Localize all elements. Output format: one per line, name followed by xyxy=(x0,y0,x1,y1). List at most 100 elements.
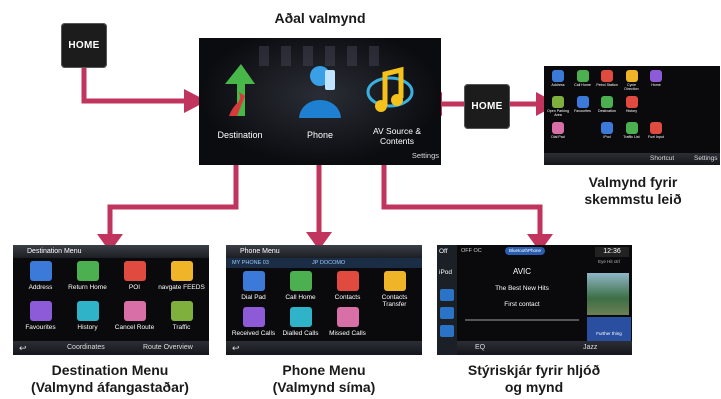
eq-button[interactable]: EQ xyxy=(475,344,486,351)
destination-menu-label: navgate FEEDS xyxy=(158,284,205,291)
destination-grid: Address Return Home POI navgate FEEDS Favour… xyxy=(17,261,205,339)
phone-menu-label: Contacts xyxy=(334,294,361,301)
shortcut-label: iPod xyxy=(603,135,611,139)
shortcut-item[interactable]: Home xyxy=(644,70,668,87)
av-tab-ipod[interactable]: iPod xyxy=(439,269,453,276)
route-overview-button[interactable]: Route Overview xyxy=(143,344,193,351)
shortcut-item[interactable]: Fuel Input xyxy=(644,122,668,139)
shortcut-item[interactable]: Call Home xyxy=(571,70,595,87)
jazz-button[interactable]: Jazz xyxy=(583,344,598,351)
phone-menu-item[interactable]: Dial Pad xyxy=(230,271,277,301)
shortcut-item[interactable]: Address xyxy=(546,70,570,87)
main-menu-caption: Aðal valmynd xyxy=(274,10,366,26)
arrowhead-main-left xyxy=(184,89,207,113)
phone-menu-label: Call Home xyxy=(285,294,316,301)
destination-menu-label: Traffic xyxy=(172,324,191,331)
shortcut-label: Destination xyxy=(598,109,616,113)
phone-menu-item[interactable]: Dialled Calls xyxy=(277,307,324,337)
background-icons xyxy=(259,46,379,66)
shortcut-icon xyxy=(675,96,687,108)
phone-menu-label: Dial Pad xyxy=(241,294,266,301)
phone-menu-item[interactable]: Received Calls xyxy=(230,307,277,337)
destination-menu-label: POI xyxy=(128,284,141,291)
shortcut-label: Traffic List xyxy=(623,135,640,139)
av-tab-icon[interactable] xyxy=(440,307,454,319)
destination-menu-icon xyxy=(29,301,52,321)
shortcut-item[interactable] xyxy=(644,96,668,109)
album-name: The Best New Hits xyxy=(495,285,549,292)
shortcut-item[interactable]: Cycle Direction xyxy=(620,70,644,91)
arrow-home-to-main xyxy=(81,62,186,104)
main-settings-button[interactable]: Settings xyxy=(411,151,439,160)
track-title: AVIC xyxy=(512,267,532,276)
destination-menu-label: History xyxy=(77,324,98,331)
phone-icon[interactable] xyxy=(295,62,345,118)
shortcut-item[interactable]: Destination xyxy=(595,96,619,113)
destination-menu-label: Return Home xyxy=(68,284,107,291)
arrowhead-av xyxy=(527,234,553,252)
main-item-destination[interactable]: Destination xyxy=(217,130,263,140)
shortcut-icon xyxy=(650,96,662,108)
shortcut-icon xyxy=(576,70,589,82)
shortcut-caption: Valmynd fyrir skemmstu leið xyxy=(584,174,682,207)
destination-menu-item[interactable]: navgate FEEDS xyxy=(158,261,205,291)
shortcut-item[interactable] xyxy=(669,96,693,109)
shortcut-button[interactable]: Shortcut xyxy=(650,155,675,162)
av-right-label: Eye Hit ctrl xyxy=(598,259,620,264)
home-button[interactable]: HOME xyxy=(61,23,107,68)
destination-menu-item[interactable]: Traffic xyxy=(158,301,205,331)
destination-menu-item[interactable]: Return Home xyxy=(64,261,111,291)
phone-menu-label: Received Calls xyxy=(231,330,276,337)
av-tab-off[interactable]: Off xyxy=(439,248,448,255)
shortcut-item[interactable] xyxy=(669,70,693,83)
destination-menu-item[interactable]: Favourites xyxy=(17,301,64,331)
av-caption: Stýriskjár fyrir hljóð og mynd xyxy=(467,362,601,395)
phone-menu-screen: Phone Menu MY PHONE 03 JP DOCOMO Dial Pa… xyxy=(226,245,422,355)
phone-menu-item[interactable]: Contacts Transfer xyxy=(371,271,418,308)
phone-menu-item[interactable]: Call Home xyxy=(277,271,324,301)
shortcut-item[interactable] xyxy=(571,122,595,135)
shortcut-item[interactable]: Dial Pad xyxy=(546,122,570,139)
shortcut-label: Cycle Direction xyxy=(624,83,639,91)
shortcut-item[interactable] xyxy=(693,70,717,83)
progress-bar[interactable] xyxy=(465,319,579,321)
shortcut-item[interactable]: History xyxy=(620,96,644,113)
av-screen: Off iPod OFF OC BluetoothPhone 12:36 Eye… xyxy=(437,245,632,355)
settings-button[interactable]: Settings xyxy=(694,155,718,162)
phone-menu-item[interactable]: Missed Calls xyxy=(324,307,371,337)
shortcut-icon xyxy=(699,70,711,82)
home-button-shortcut[interactable]: HOME xyxy=(464,84,510,129)
shortcut-item[interactable]: Open Parking Area xyxy=(546,96,570,117)
shortcut-item[interactable]: Petrol Station xyxy=(595,70,619,87)
destination-menu-item[interactable]: Cancel Route xyxy=(111,301,158,331)
shortcut-item[interactable]: Traffic List xyxy=(620,122,644,139)
destination-icon[interactable] xyxy=(215,62,259,118)
destination-menu-label: Address xyxy=(28,284,53,291)
shortcut-icon xyxy=(552,70,564,82)
destination-menu-item[interactable]: POI xyxy=(111,261,158,291)
coordinates-button[interactable]: Coordinates xyxy=(67,344,105,351)
shortcut-icon xyxy=(625,122,638,134)
destination-menu-icon xyxy=(170,301,193,321)
arrowhead-phone xyxy=(306,232,332,250)
main-item-av-source[interactable]: AV Source & Contents xyxy=(372,126,422,146)
av-tab-icon[interactable] xyxy=(440,325,454,337)
shortcut-item[interactable]: iPod xyxy=(595,122,619,139)
destination-menu-item[interactable]: History xyxy=(64,301,111,331)
phone-menu-icon xyxy=(242,271,265,291)
back-icon[interactable]: ↩ xyxy=(19,343,27,353)
av-source-icon[interactable] xyxy=(365,64,415,118)
av-tab-icon[interactable] xyxy=(440,289,454,301)
phone-menu-label: Contacts Transfer xyxy=(381,294,408,308)
artist-name: First contact xyxy=(504,301,540,308)
shortcut-label: Address xyxy=(551,83,565,87)
shortcut-icon xyxy=(552,96,564,108)
destination-menu-item[interactable]: Address xyxy=(17,261,64,291)
main-item-phone[interactable]: Phone xyxy=(306,130,334,140)
shortcut-item[interactable] xyxy=(693,96,717,109)
phone-menu-item[interactable]: Contacts xyxy=(324,271,371,301)
shortcut-icon xyxy=(699,96,711,108)
back-icon[interactable]: ↩ xyxy=(232,343,240,353)
shortcut-item[interactable]: Favourites xyxy=(571,96,595,113)
